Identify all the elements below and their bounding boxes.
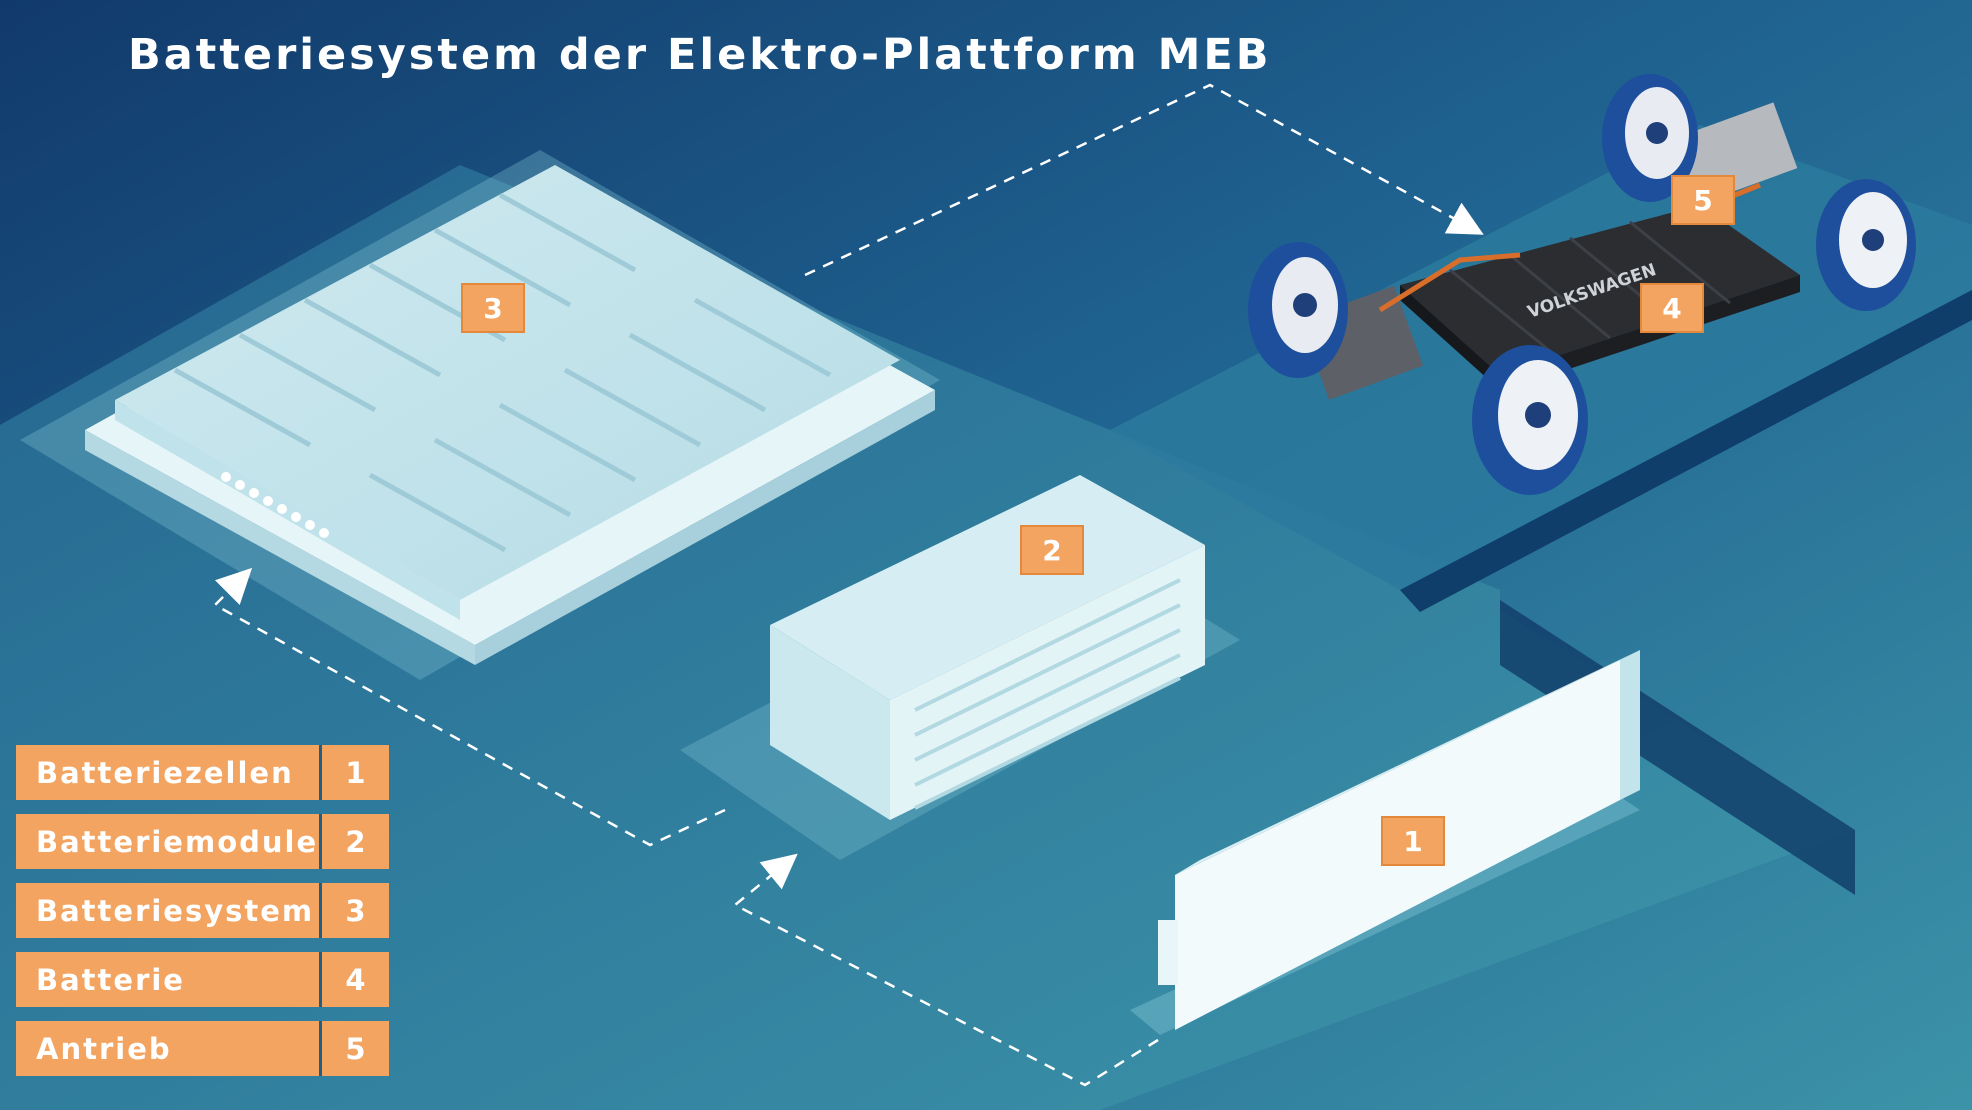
legend-label: Batteriemodule — [16, 814, 322, 869]
battery-module-illustration — [680, 475, 1240, 860]
legend-number: 5 — [322, 1021, 389, 1076]
legend-label: Antrieb — [16, 1021, 322, 1076]
wheel-front-right — [1472, 345, 1588, 495]
legend-label: Batteriesystem — [16, 883, 322, 938]
wheel-front-left — [1248, 242, 1348, 378]
flow-arrows — [212, 83, 1484, 1087]
marker-battery-system: 3 — [461, 283, 525, 333]
legend: Batteriezellen 1 Batteriemodule 2 Batter… — [16, 745, 392, 1090]
wheel-rear-right — [1816, 179, 1916, 311]
legend-number: 1 — [322, 745, 389, 800]
legend-number: 4 — [322, 952, 389, 1007]
arrow-system-to-chassis — [804, 83, 1484, 277]
arrow-cell-to-module — [732, 853, 1159, 1087]
legend-item-batteriemodule: Batteriemodule 2 — [16, 814, 392, 869]
chassis-illustration: VOLKSWAGEN — [1248, 74, 1916, 495]
battery-system-illustration — [20, 150, 940, 680]
legend-item-batteriesystem: Batteriesystem 3 — [16, 883, 392, 938]
marker-drive: 5 — [1671, 175, 1735, 225]
legend-item-antrieb: Antrieb 5 — [16, 1021, 392, 1076]
marker-battery: 4 — [1640, 283, 1704, 333]
legend-number: 3 — [322, 883, 389, 938]
floor-edge-right — [1400, 290, 1972, 612]
page-title: Batteriesystem der Elektro-Plattform MEB — [128, 30, 1272, 80]
floor-edge-bottom — [1500, 600, 1855, 895]
wheel-rear-left — [1602, 74, 1698, 202]
marker-battery-module: 2 — [1020, 525, 1084, 575]
legend-label: Batteriezellen — [16, 745, 322, 800]
marker-battery-cell: 1 — [1381, 816, 1445, 866]
legend-item-batterie: Batterie 4 — [16, 952, 392, 1007]
legend-number: 2 — [322, 814, 389, 869]
arrow-module-to-system — [212, 567, 726, 847]
legend-label: Batterie — [16, 952, 322, 1007]
legend-item-batteriezellen: Batteriezellen 1 — [16, 745, 392, 800]
